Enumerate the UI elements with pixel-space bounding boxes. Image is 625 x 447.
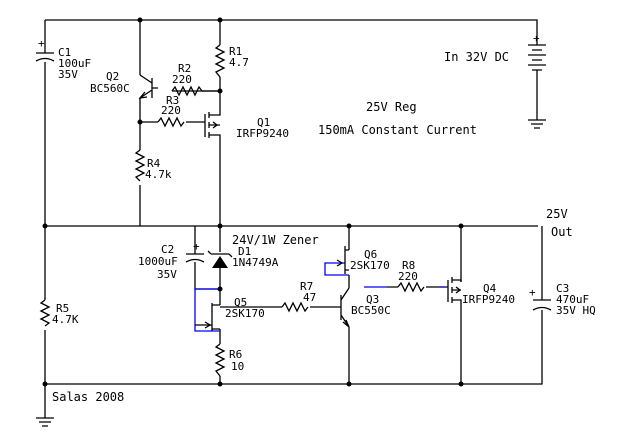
- wires: [44, 19, 543, 418]
- zener-d1: [207, 250, 233, 268]
- c3-rating: 35V HQ: [556, 304, 596, 317]
- battery-icon: +: [528, 32, 546, 129]
- ground-icon: [36, 417, 54, 427]
- q6-part: 2SK170: [350, 259, 390, 272]
- r5-value: 4.7K: [52, 313, 79, 326]
- d1-name: D1: [238, 245, 251, 258]
- capacitor-c1: +: [35, 37, 55, 62]
- r5-name: R5: [56, 302, 69, 315]
- svg-text:+: +: [533, 32, 540, 45]
- labels: C1 100uF 35V Q2 BC560C R1 4.7 R2 220 R3 …: [52, 45, 596, 404]
- r4-value: 4.7k: [145, 168, 172, 181]
- q6-name: Q6: [364, 248, 377, 261]
- resistor-r4: [134, 149, 146, 182]
- svg-text:+: +: [529, 286, 536, 299]
- transistor-q2: [138, 74, 158, 99]
- r7-value: 47: [303, 291, 316, 304]
- c1-value: 100uF: [58, 57, 91, 70]
- input-label: In 32V DC: [444, 50, 509, 64]
- output-label: Out: [551, 225, 573, 239]
- jfet-q5: [195, 303, 220, 331]
- r7-name: R7: [300, 280, 313, 293]
- capacitor-c3: +: [529, 286, 552, 311]
- r1-name: R1: [229, 45, 242, 58]
- r1-value: 4.7: [229, 56, 249, 69]
- c3-value: 470uF: [556, 293, 589, 306]
- jfet-q6: [336, 246, 349, 274]
- q1-part: IRFP9240: [236, 127, 289, 140]
- junction-dots: [42, 17, 464, 387]
- resistor-r2: [171, 85, 220, 97]
- d1-part: 1N4749A: [232, 256, 279, 269]
- transistor-q3: [334, 287, 350, 328]
- q5-name: Q5: [234, 296, 247, 309]
- mosfet-q4: [445, 277, 462, 313]
- resistor-r3: [157, 116, 185, 128]
- c2-rating: 35V: [157, 268, 177, 281]
- resistor-r6: [214, 343, 226, 377]
- regulator-title: 25V Reg: [366, 100, 417, 114]
- q3-name: Q3: [366, 293, 379, 306]
- capacitor-c2: +: [185, 240, 205, 263]
- svg-text:+: +: [193, 240, 200, 253]
- regulator-subtitle: 150mA Constant Current: [318, 123, 477, 137]
- q4-part: IRFP9240: [462, 293, 515, 306]
- r4-name: R4: [147, 157, 161, 170]
- output-voltage: 25V: [546, 207, 568, 221]
- r8-name: R8: [402, 259, 415, 272]
- svg-text:+: +: [38, 37, 45, 50]
- q3-part: BC550C: [351, 304, 391, 317]
- r2-name: R2: [178, 62, 191, 75]
- resistor-r7: [281, 301, 309, 313]
- resistor-r8: [397, 281, 425, 293]
- author-credit: Salas 2008: [52, 390, 124, 404]
- mosfet-q1: [200, 111, 221, 140]
- r3-value: 220: [161, 104, 181, 117]
- r8-value: 220: [398, 270, 418, 283]
- c2-value: 1000uF: [138, 255, 178, 268]
- c2-name: C2: [161, 243, 174, 256]
- c3-name: C3: [556, 282, 569, 295]
- q1-name: Q1: [257, 116, 270, 129]
- r2-value: 220: [172, 73, 192, 86]
- q2-part: BC560C: [90, 82, 130, 95]
- resistor-r1: [214, 44, 226, 78]
- c1-rating: 35V: [58, 68, 78, 81]
- r6-value: 10: [231, 360, 244, 373]
- resistor-r5: [39, 299, 51, 327]
- q5-part: 2SK170: [225, 307, 265, 320]
- r3-name: R3: [166, 94, 179, 107]
- c1-name: C1: [58, 46, 71, 59]
- q2-name: Q2: [106, 70, 119, 83]
- q4-name: Q4: [483, 282, 497, 295]
- r6-name: R6: [229, 348, 242, 361]
- zener-note: 24V/1W Zener: [232, 233, 319, 247]
